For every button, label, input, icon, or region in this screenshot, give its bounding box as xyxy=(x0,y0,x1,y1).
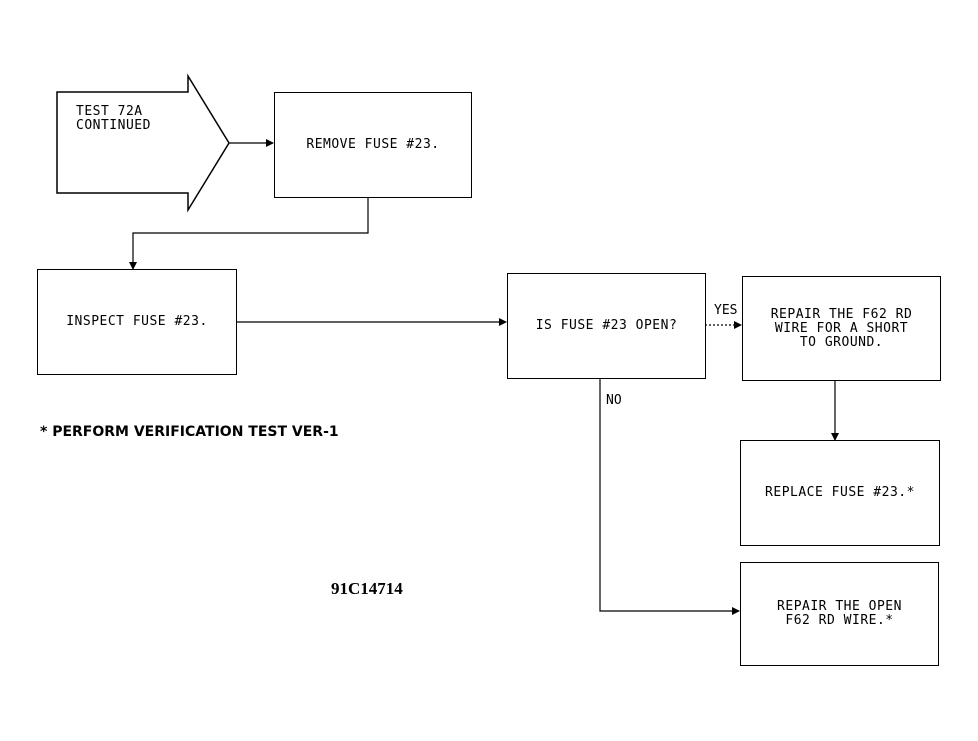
replace-fuse-text: REPLACE FUSE #23.* xyxy=(765,485,915,500)
start-block-arrow xyxy=(56,73,230,213)
remove-fuse-box: REMOVE FUSE #23. xyxy=(274,92,472,198)
remove-fuse-text: REMOVE FUSE #23. xyxy=(306,137,440,152)
inspect-fuse-text: INSPECT FUSE #23. xyxy=(66,314,208,329)
yes-label: YES xyxy=(714,303,738,318)
figure-id: 91C14714 xyxy=(331,579,403,598)
repair-open-text: REPAIR THE OPEN F62 RD WIRE.* xyxy=(777,599,902,628)
verification-footnote: * PERFORM VERIFICATION TEST VER-1 xyxy=(40,424,339,440)
connector-no-branch xyxy=(599,379,740,615)
start-arrow-label: TEST 72A CONTINUED xyxy=(76,104,151,133)
decision-fuse-open-text: IS FUSE #23 OPEN? xyxy=(535,318,678,333)
repair-short-text: REPAIR THE F62 RD WIRE FOR A SHORT TO GR… xyxy=(770,306,913,350)
replace-fuse-box: REPLACE FUSE #23.* xyxy=(740,440,940,546)
repair-open-box: REPAIR THE OPEN F62 RD WIRE.* xyxy=(740,562,939,666)
repair-short-box: REPAIR THE F62 RD WIRE FOR A SHORT TO GR… xyxy=(742,276,941,381)
inspect-fuse-box: INSPECT FUSE #23. xyxy=(37,269,237,375)
decision-fuse-open-box: IS FUSE #23 OPEN? xyxy=(507,273,706,379)
connector-remove-to-inspect xyxy=(129,197,369,270)
no-label: NO xyxy=(606,393,622,408)
